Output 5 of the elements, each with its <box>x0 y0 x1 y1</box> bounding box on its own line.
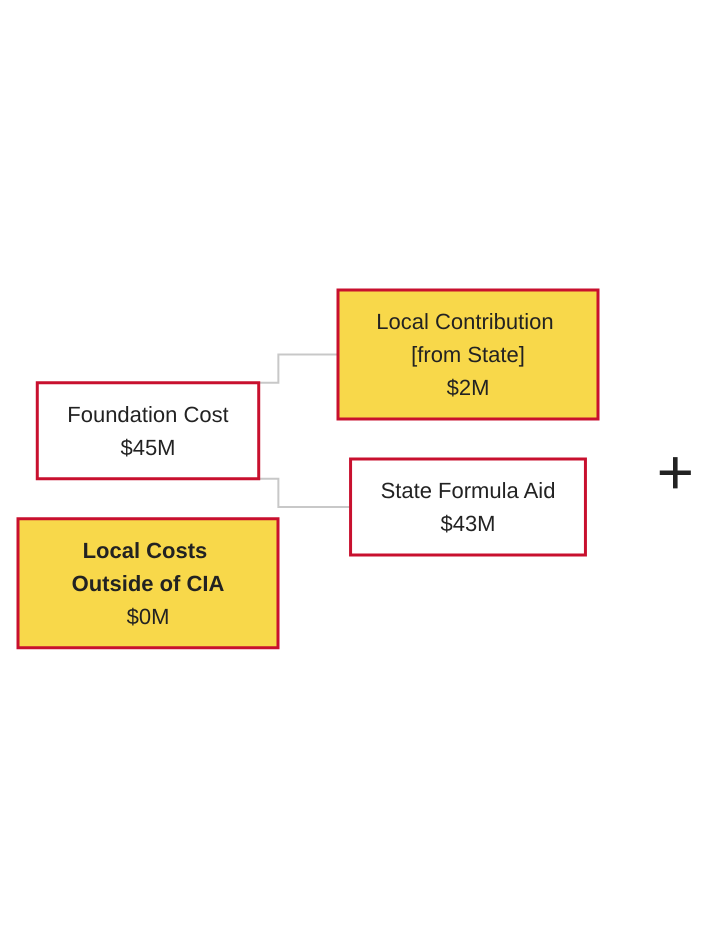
node-box: Local Contribution [from State] $2M <box>336 288 600 421</box>
plus-sign: + <box>656 434 694 508</box>
node-box: State Formula Aid $43M <box>349 458 587 557</box>
node-box: Foundation Cost $45M <box>36 381 260 480</box>
node-box: Local Costs Outside of CIA $0M <box>16 517 280 650</box>
